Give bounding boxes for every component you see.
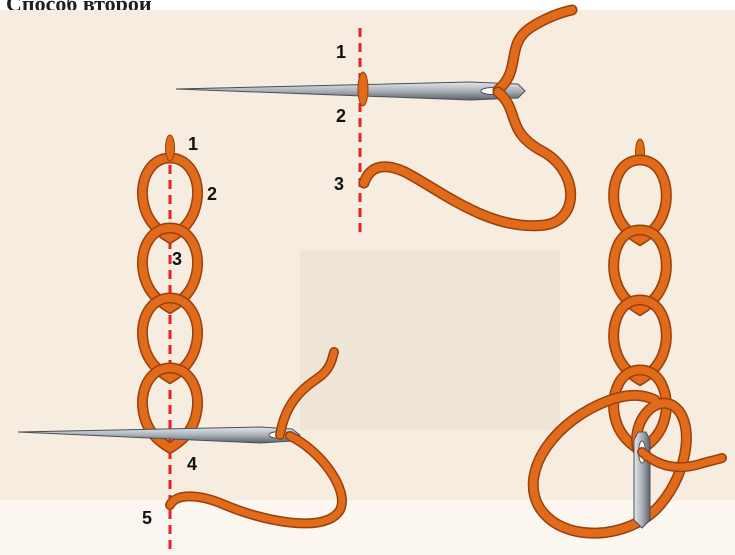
point-label-4: 4 xyxy=(187,454,197,474)
point-label-3: 3 xyxy=(334,174,344,194)
point-label-5: 5 xyxy=(142,508,152,528)
point-label-2: 2 xyxy=(336,106,346,126)
point-label-2: 2 xyxy=(207,184,217,204)
start-stitch xyxy=(166,135,175,161)
point-label-1: 1 xyxy=(188,134,198,154)
stitch-loop xyxy=(358,72,368,106)
point-label-1: 1 xyxy=(336,42,346,62)
fabric-shadow xyxy=(300,250,560,430)
point-label-3: 3 xyxy=(172,249,182,269)
